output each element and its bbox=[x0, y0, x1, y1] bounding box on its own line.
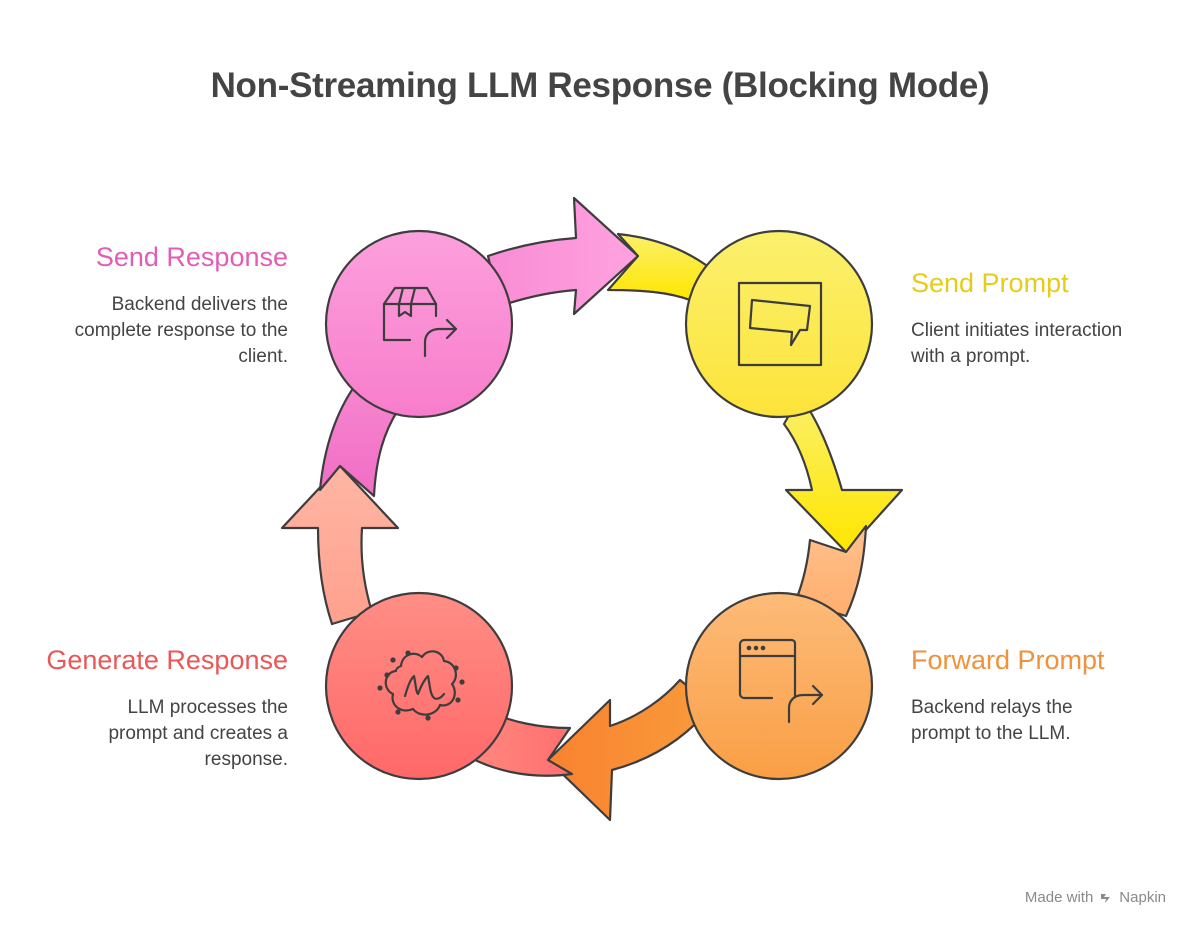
generate-response-description: LLM processes the prompt and creates a r… bbox=[108, 697, 288, 770]
made-with-text: Made with bbox=[1024, 889, 1094, 906]
send-response-label: Send Response bbox=[95, 242, 288, 272]
forward-prompt-description: Backend relays the prompt to the LLM. bbox=[911, 697, 1073, 744]
send-prompt-node bbox=[684, 229, 874, 419]
generate-response-label: Generate Response bbox=[46, 645, 288, 675]
forward-prompt-label: Forward Prompt bbox=[911, 645, 1105, 675]
llm-cloud-icon bbox=[377, 650, 465, 721]
forward-prompt-node bbox=[684, 591, 874, 781]
arrow-to-send-prompt bbox=[486, 196, 640, 316]
arrow-to-forward-prompt bbox=[782, 394, 904, 554]
send-response-description: Backend delivers the complete response t… bbox=[74, 294, 288, 367]
arrow-to-generate-response bbox=[546, 678, 714, 822]
send-response-node bbox=[324, 229, 514, 419]
generate-response-node bbox=[324, 591, 514, 781]
napkin-logo-icon bbox=[1101, 893, 1111, 903]
package-forward-icon bbox=[382, 286, 458, 358]
browser-forward-icon bbox=[738, 638, 824, 724]
chat-bubble-icon bbox=[737, 281, 823, 367]
branding[interactable]: Made with Napkin bbox=[1025, 889, 1166, 906]
page-title: Non-Streaming LLM Response (Blocking Mod… bbox=[210, 66, 990, 105]
brand-name: Napkin bbox=[1119, 889, 1166, 906]
send-prompt-label: Send Prompt bbox=[911, 268, 1069, 298]
send-prompt-description: Client initiates interaction with a prom… bbox=[911, 320, 1123, 367]
arrow-to-send-response bbox=[280, 464, 400, 626]
